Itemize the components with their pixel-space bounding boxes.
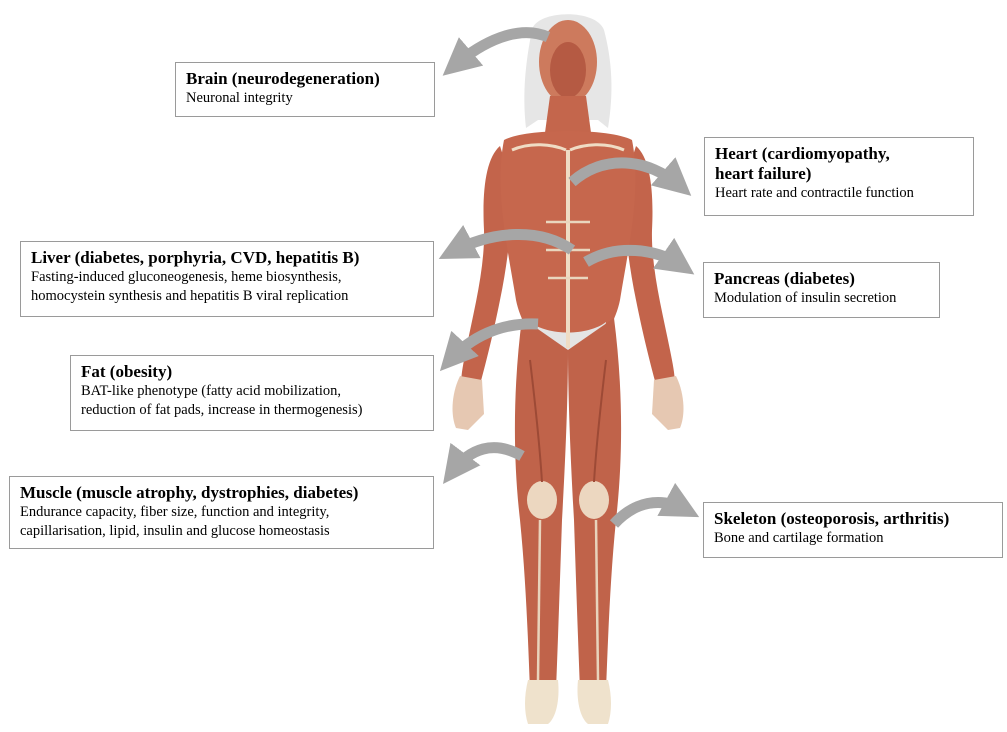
face-muscles [550,42,586,98]
muscle-description: Endurance capacity, fiber size, function… [20,503,424,541]
arrow-skeleton [614,502,686,524]
heart-title: Heart (cardiomyopathy, heart failure) [715,144,964,184]
muscle-title: Muscle (muscle atrophy, dystrophies, dia… [20,483,424,503]
human-body-illustration [453,14,684,724]
skeleton-description: Bone and cartilage formation [714,529,993,548]
liver-label-box: Liver (diabetes, porphyria, CVD, hepatit… [20,241,434,317]
brain-label-box: Brain (neurodegeneration) Neuronal integ… [175,62,435,117]
fat-description: BAT-like phenotype (fatty acid mobilizat… [81,382,424,420]
fat-title: Fat (obesity) [81,362,424,382]
left-kneecap [527,481,557,519]
brain-title: Brain (neurodegeneration) [186,69,425,89]
right-hand [652,376,683,430]
right-foot [577,680,611,724]
heart-description: Heart rate and contractile function [715,184,964,203]
left-hand [453,376,484,430]
right-kneecap [579,481,609,519]
left-foot [525,680,559,724]
pancreas-label-box: Pancreas (diabetes) Modulation of insuli… [703,262,940,318]
pancreas-title: Pancreas (diabetes) [714,269,930,289]
brain-description: Neuronal integrity [186,89,425,108]
pancreas-description: Modulation of insulin secretion [714,289,930,308]
skeleton-title: Skeleton (osteoporosis, arthritis) [714,509,993,529]
muscle-label-box: Muscle (muscle atrophy, dystrophies, dia… [9,476,434,549]
fat-label-box: Fat (obesity) BAT-like phenotype (fatty … [70,355,434,431]
arrow-muscle [452,448,522,472]
liver-title: Liver (diabetes, porphyria, CVD, hepatit… [31,248,424,268]
skeleton-label-box: Skeleton (osteoporosis, arthritis) Bone … [703,502,1003,558]
heart-label-box: Heart (cardiomyopathy, heart failure) He… [704,137,974,216]
liver-description: Fasting-induced gluconeogenesis, heme bi… [31,268,424,306]
